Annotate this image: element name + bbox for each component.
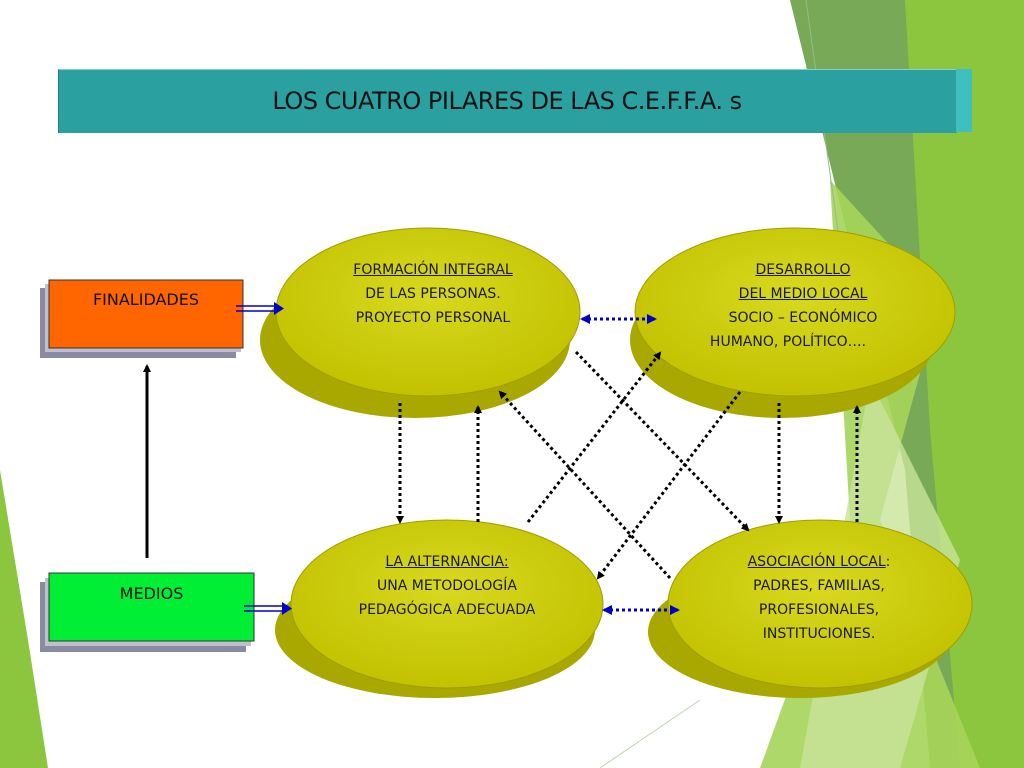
asociacion-line-1-wrap: ASOCIACIÓN LOCAL:	[686, 550, 952, 574]
node-desarrollo-text: DESARROLLO DEL MEDIO LOCAL SOCIO – ECONÓ…	[670, 258, 936, 354]
node-asociacion-text: ASOCIACIÓN LOCAL: PADRES, FAMILIAS, PROF…	[686, 550, 952, 646]
title-banner-side	[956, 69, 972, 132]
desarrollo-line-2: DEL MEDIO LOCAL	[738, 286, 868, 302]
asociacion-line-3: PROFESIONALES,	[758, 602, 880, 618]
asociacion-line-4: INSTITUCIONES.	[762, 626, 876, 642]
asociacion-line-1-suffix: :	[885, 554, 891, 570]
formacion-line-2: DE LAS PERSONAS.	[365, 286, 501, 302]
node-alternancia-text: LA ALTERNANCIA: UNA METODOLOGÍA PEDAGÓGI…	[314, 550, 580, 622]
decor-shape-left	[0, 470, 48, 768]
asociacion-line-2: PADRES, FAMILIAS,	[753, 578, 885, 594]
desarrollo-line-4: HUMANO, POLÍTICO….	[709, 334, 867, 350]
finalidades-label: FINALIDADES	[92, 290, 200, 309]
finalidades-box	[40, 279, 244, 358]
arrow-finalidades-to-formacion	[236, 302, 284, 315]
formacion-line-3: PROYECTO PERSONAL	[355, 310, 511, 326]
ellipse-alternancia	[275, 519, 604, 698]
decor-shape-right-mid	[905, 0, 1024, 768]
asociacion-line-1: ASOCIACIÓN LOCAL	[747, 554, 886, 570]
desarrollo-line-1: DESARROLLO	[755, 262, 851, 278]
node-formacion-text: FORMACIÓN INTEGRAL DE LAS PERSONAS. PROY…	[300, 258, 566, 330]
page-title: LOS CUATRO PILARES DE LAS C.E.F.F.A. s	[272, 86, 742, 115]
arrow-formacion-to-asociacion	[574, 350, 750, 532]
ellipse-formacion	[260, 227, 581, 418]
medios-label: MEDIOS	[119, 584, 184, 603]
medios-box	[40, 572, 255, 652]
title-banner	[58, 69, 957, 133]
arrow-medios-to-alternancia	[244, 602, 292, 615]
ellipse-asociacion	[648, 519, 973, 698]
alternancia-line-1: LA ALTERNANCIA:	[385, 554, 509, 570]
alternancia-line-2: UNA METODOLOGÍA	[377, 578, 517, 594]
desarrollo-line-3: SOCIO – ECONÓMICO	[728, 310, 878, 326]
decor-thin-line-2	[599, 699, 701, 768]
ellipse-desarrollo	[630, 227, 956, 418]
formacion-line-1: FORMACIÓN INTEGRAL	[353, 262, 513, 278]
alternancia-line-3: PEDAGÓGICA ADECUADA	[358, 602, 536, 618]
